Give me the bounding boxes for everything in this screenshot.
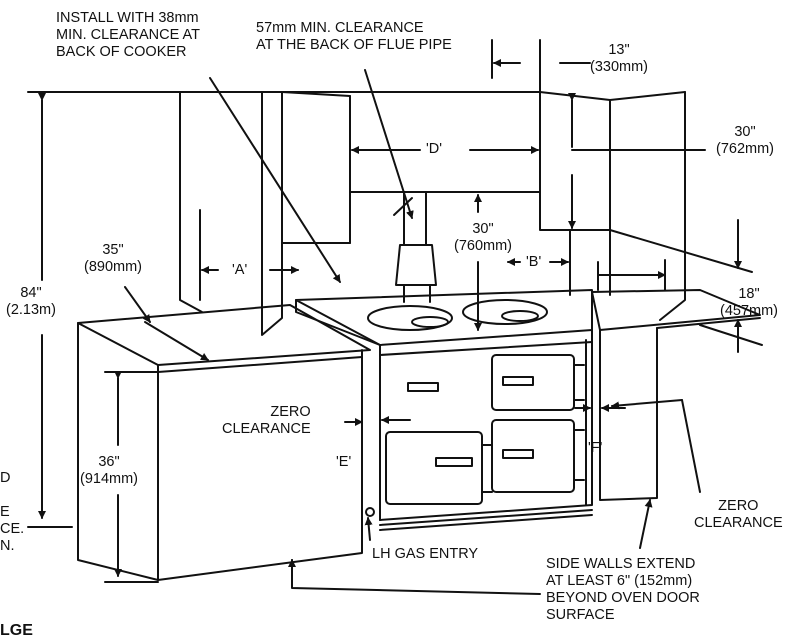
lh-gas-entry-label: LH GAS ENTRY xyxy=(372,546,479,562)
install-38mm-label: INSTALL WITH 38mm MIN. CLEARANCE AT BACK… xyxy=(56,10,200,60)
flue-pipe xyxy=(393,191,437,303)
dim-b-label: 'B' xyxy=(526,254,542,270)
left-edge-fragment: D E CE. N. xyxy=(0,470,25,554)
dim-35-label: 35" (890mm) xyxy=(84,242,143,275)
dimension-84 xyxy=(27,91,181,528)
leader-lines xyxy=(209,69,701,595)
range-cooker xyxy=(295,289,593,531)
dim-18-label: 18" (457mm) xyxy=(720,286,779,319)
dim-36-label: 36" (914mm) xyxy=(80,454,139,487)
right-wall-cabinet xyxy=(539,91,686,321)
dimension-18 xyxy=(597,219,763,353)
left-worktop-cabinet xyxy=(77,304,371,581)
dim-30-top-label: 30" (762mm) xyxy=(716,124,775,157)
dim-e-label: 'E' xyxy=(336,454,352,470)
dimension-36 xyxy=(104,371,159,583)
zero-clearance-left-label: ZERO CLEARANCE xyxy=(222,404,311,437)
left-wall-cabinet xyxy=(281,91,541,244)
dim-f-label: 'F' xyxy=(588,440,603,456)
dim-a-label: 'A' xyxy=(232,262,248,278)
flue-clearance-label: 57mm MIN. CLEARANCE AT THE BACK OF FLUE … xyxy=(256,20,452,53)
dim-84-label: 84" (2.13m) xyxy=(6,285,56,318)
dimension-35 xyxy=(124,286,209,361)
bottom-edge-fragment: LGE xyxy=(0,622,33,639)
dimension-30-top xyxy=(568,93,753,273)
dim-13-label: 13" (330mm) xyxy=(590,42,649,75)
dim-30-mid-label: 30" (760mm) xyxy=(454,221,513,254)
dim-d-label: 'D' xyxy=(426,141,443,157)
side-walls-label: SIDE WALLS EXTEND AT LEAST 6" (152mm) BE… xyxy=(546,556,700,623)
zero-clearance-right-label: ZERO CLEARANCE xyxy=(694,498,783,531)
dimension-e xyxy=(344,416,411,426)
dimension-13 xyxy=(491,39,591,93)
right-worktop-cabinet xyxy=(585,289,761,506)
